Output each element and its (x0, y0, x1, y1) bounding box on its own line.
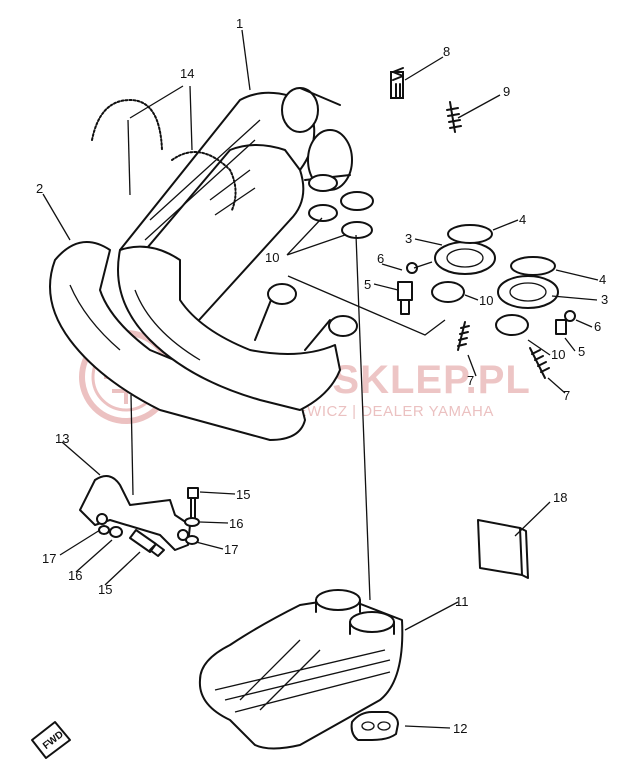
part-9-spring (446, 101, 462, 133)
callout-14: 14 (180, 66, 194, 81)
callout-3-right: 3 (601, 292, 608, 307)
part-8-spring (390, 67, 404, 99)
part-14-clamp-bands (91, 99, 237, 211)
callout-16-right: 16 (229, 516, 243, 531)
callout-13: 13 (55, 431, 69, 446)
assembly-lines (127, 119, 446, 601)
callout-3-left: 3 (405, 231, 412, 246)
callout-leaders (42, 29, 599, 729)
callout-6-left: 6 (377, 251, 384, 266)
forward-arrow-icon: FWD (31, 721, 71, 759)
callout-7-left: 7 (467, 373, 474, 388)
callout-6-right: 6 (594, 319, 601, 334)
callout-15-lower: 15 (98, 582, 112, 597)
part-4-rings (447, 224, 556, 276)
part-15-bolts (129, 487, 199, 557)
part-7-springs (457, 321, 550, 379)
part-11-silencer (198, 589, 404, 750)
callout-10-right: 10 (551, 347, 565, 362)
callout-8: 8 (443, 44, 450, 59)
callout-17-right: 17 (224, 542, 238, 557)
callout-1: 1 (236, 16, 243, 31)
callout-labels: 1 2 3 3 4 4 5 5 6 6 7 7 8 9 10 10 10 11 … (36, 16, 608, 736)
part-16-washers (109, 517, 200, 538)
callout-4-right: 4 (599, 272, 606, 287)
callout-10-mid: 10 (479, 293, 493, 308)
part-3-flanges (434, 241, 559, 309)
callout-9: 9 (503, 84, 510, 99)
part-5-bolts (397, 281, 567, 335)
part-10-gaskets (308, 174, 529, 336)
callout-2: 2 (36, 181, 43, 196)
callout-18: 18 (553, 490, 567, 505)
callout-10-left: 10 (265, 250, 279, 265)
callout-5-left: 5 (364, 277, 371, 292)
part-18-pad (477, 519, 529, 579)
callout-12: 12 (453, 721, 467, 736)
part-13-bracket (79, 475, 191, 551)
part-6-washers (406, 262, 576, 322)
callout-17-left: 17 (42, 551, 56, 566)
callout-4-left: 4 (519, 212, 526, 227)
callout-11: 11 (455, 594, 469, 609)
part-2-exhaust-pipes (49, 241, 358, 441)
callout-15-upper: 15 (236, 487, 250, 502)
part-12-cap (350, 711, 399, 741)
callout-5-right: 5 (578, 344, 585, 359)
callout-7-right: 7 (563, 388, 570, 403)
callout-16-left: 16 (68, 568, 82, 583)
part-17-nuts (98, 525, 199, 545)
